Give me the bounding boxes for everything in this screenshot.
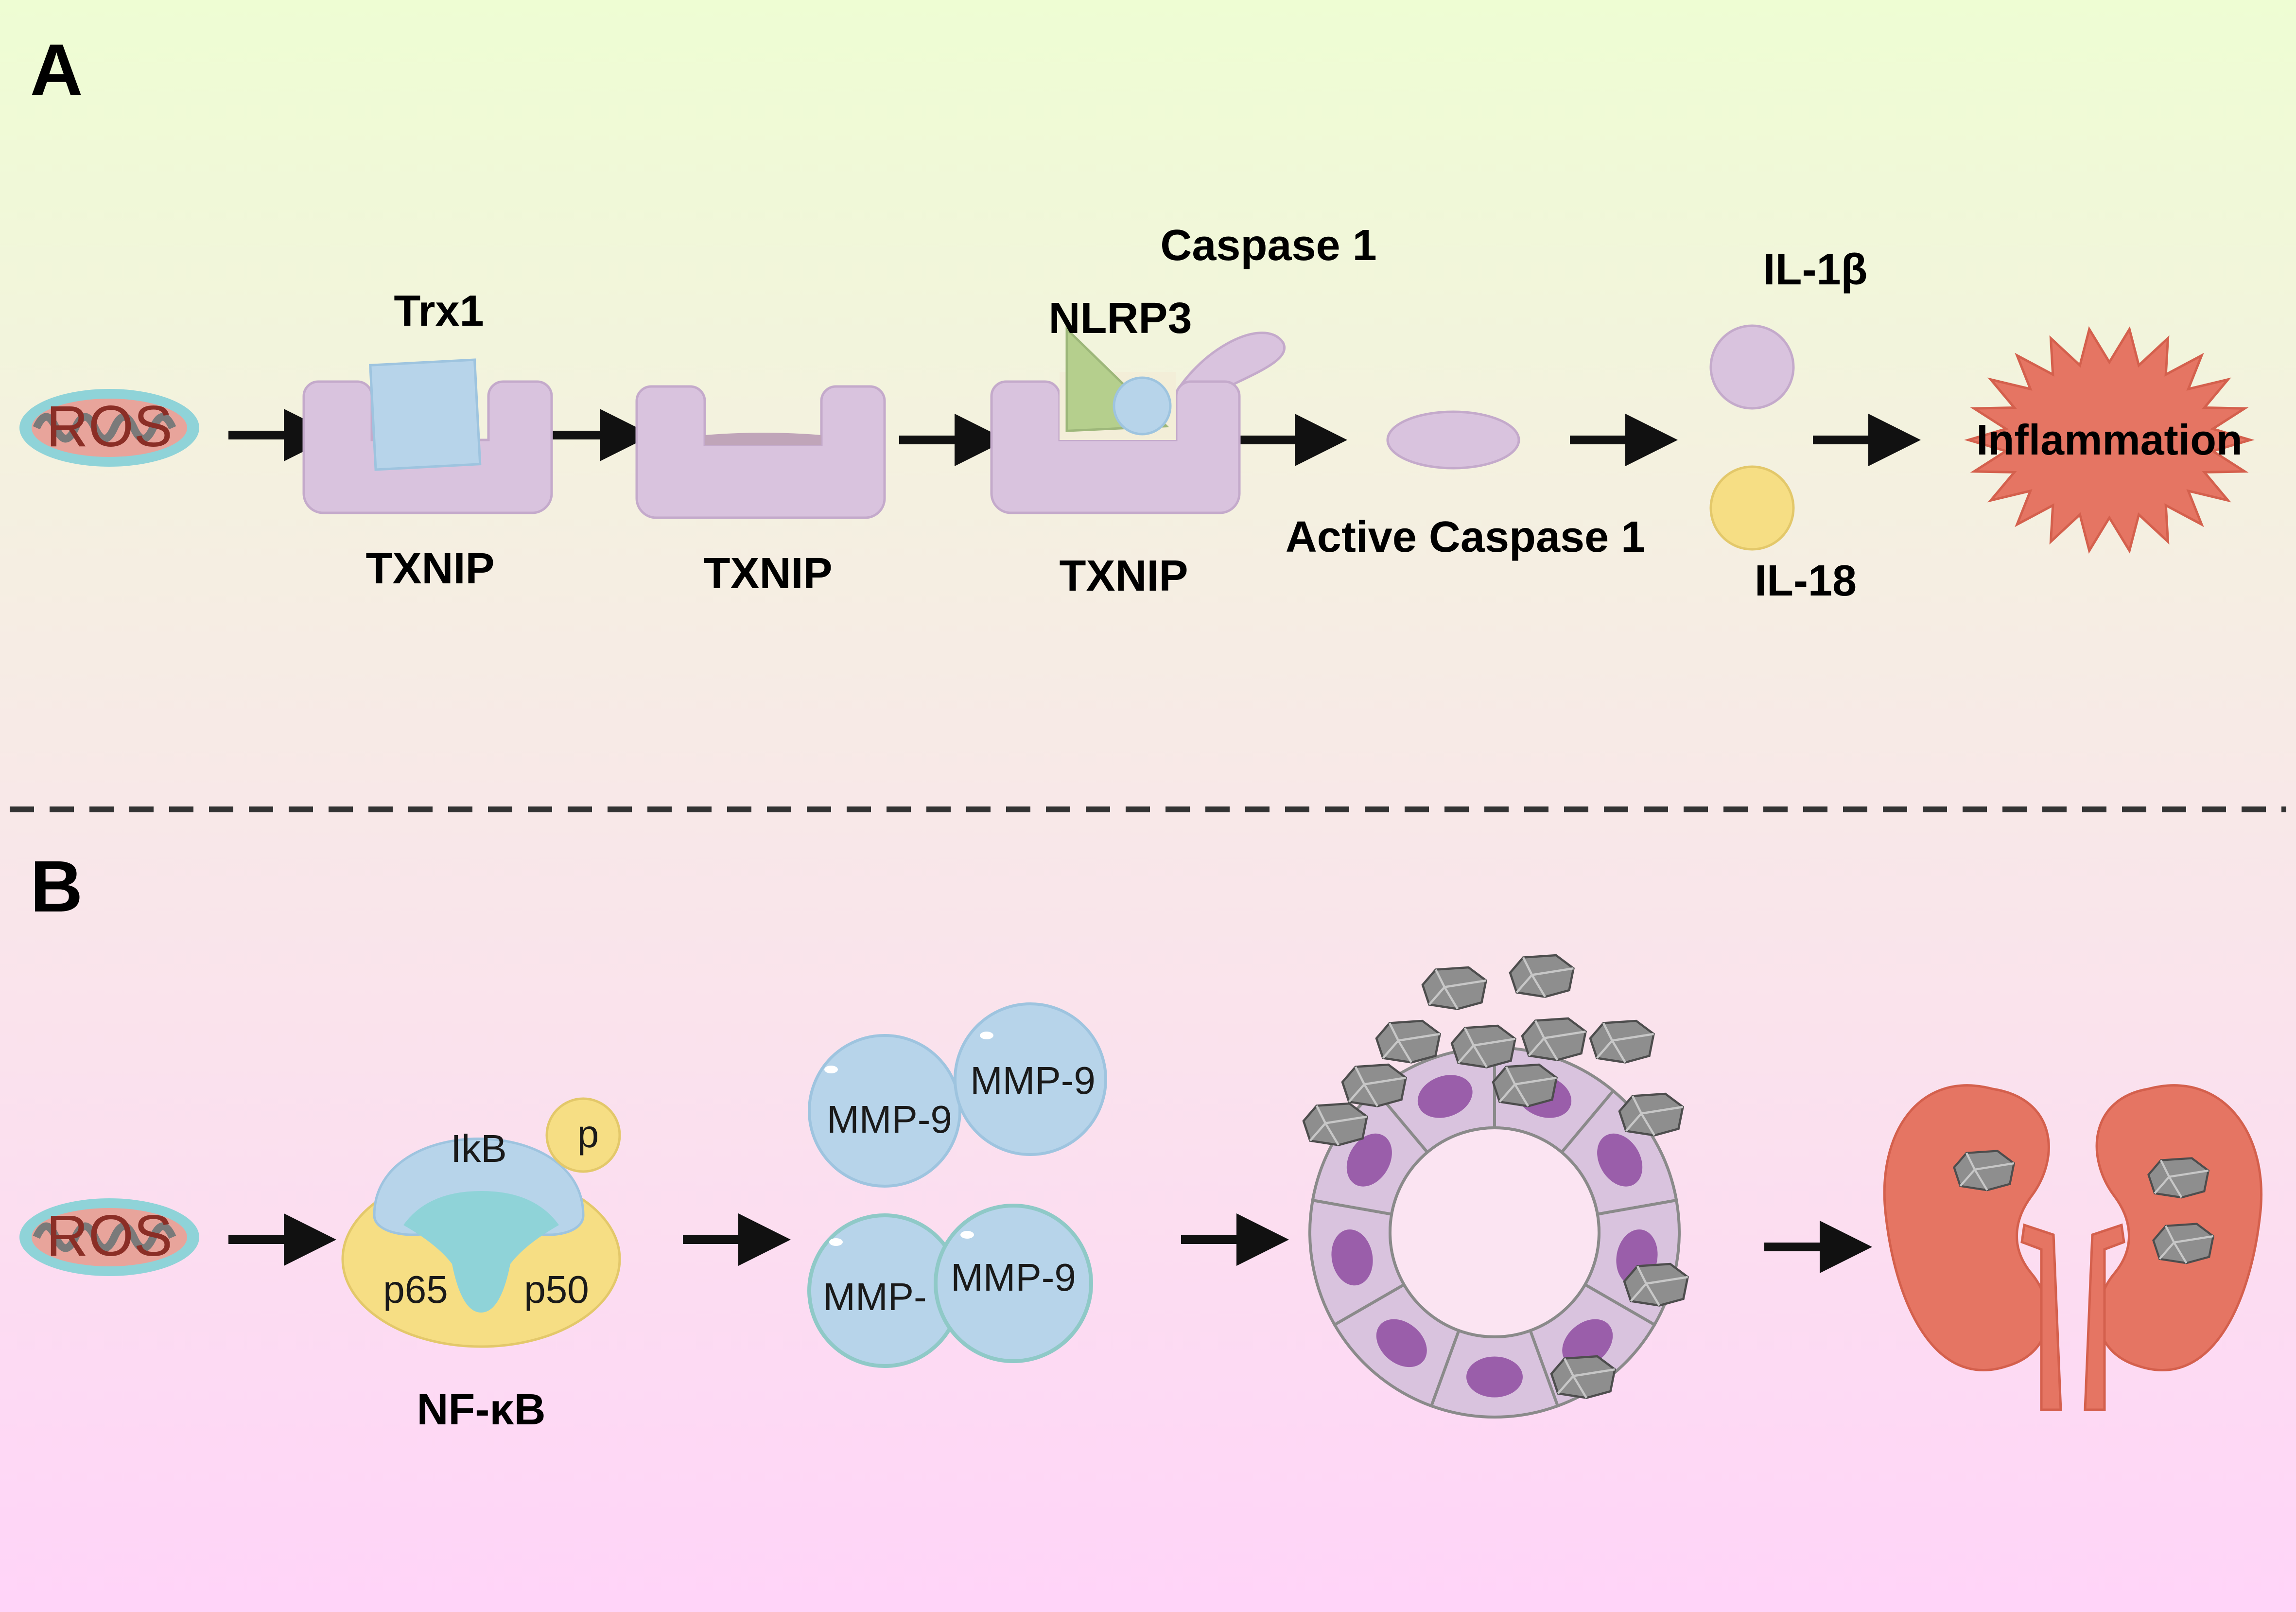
- panel-b-letter: B: [30, 845, 83, 927]
- crystal: [1510, 955, 1574, 997]
- cell-nucleus: [1562, 1319, 1613, 1367]
- crystal: [1342, 1065, 1406, 1106]
- p-label: p: [577, 1112, 599, 1156]
- mmp9-pair-bottom: [807, 1204, 1093, 1368]
- caspase1-label: Caspase 1: [1160, 221, 1376, 270]
- il18-shape: [1709, 465, 1795, 551]
- txnip-label-2: TXNIP: [703, 549, 832, 598]
- il1b-label: IL-1β: [1763, 245, 1868, 294]
- crystal: [1493, 1065, 1557, 1106]
- p65-label: p65: [383, 1268, 448, 1311]
- cell-nucleus: [1346, 1133, 1392, 1187]
- mmp9-label-bottom-left: MMP-: [823, 1275, 926, 1318]
- p65-p50-core: [403, 1191, 559, 1313]
- ros-mitochondrion-a: ROS: [19, 389, 199, 467]
- mmp9-label-bottom-right: MMP-9: [951, 1256, 1076, 1299]
- left-kidney: [1883, 1084, 2050, 1371]
- phosphate-shape: [545, 1097, 621, 1173]
- inflammation-label: Inflammation: [1976, 416, 2243, 464]
- txnip-label-3: TXNIP: [1059, 552, 1188, 600]
- cell-nucleus: [1331, 1229, 1373, 1286]
- panel-a-letter: A: [30, 29, 83, 110]
- mmp9-label-top-right: MMP-9: [970, 1059, 1096, 1102]
- crystal: [1423, 967, 1486, 1009]
- caspase-pro-domain: [1113, 376, 1172, 436]
- nfkb-complex: [341, 1097, 621, 1348]
- crystal: [1522, 1018, 1586, 1060]
- crystal: [1376, 1021, 1440, 1063]
- crystal: [1452, 1026, 1515, 1068]
- cell-nucleus: [1376, 1319, 1427, 1367]
- ros-mitochondrion-b: ROS: [19, 1198, 199, 1276]
- crystal: [1624, 1264, 1688, 1306]
- active-caspase1-label: Active Caspase 1: [1286, 513, 1645, 561]
- cell-nucleus: [1466, 1356, 1523, 1398]
- right-ureter: [2084, 1223, 2125, 1411]
- kidneys: [1883, 1084, 2263, 1411]
- txnip-label-1: TXNIP: [365, 544, 494, 593]
- txnip-nlrp3-complex: [991, 326, 1286, 513]
- active-caspase1-shape: [1386, 410, 1520, 470]
- renal-tubule: [1304, 955, 1688, 1419]
- trx1-label: Trx1: [394, 287, 484, 335]
- mmp9-pair-top: [808, 1002, 1107, 1188]
- crystal: [1304, 1104, 1367, 1145]
- cell-nucleus: [1417, 1075, 1473, 1118]
- mmp9-label-top-left: MMP-9: [827, 1098, 952, 1141]
- inflammation-burst: Inflammation: [1964, 326, 2255, 554]
- trx1-shape: [369, 358, 482, 471]
- ros-label-b: ROS: [46, 1203, 173, 1268]
- nlrp3-label: NLRP3: [1048, 294, 1192, 343]
- tubule-lumen: [1389, 1126, 1600, 1338]
- crystal: [1590, 1021, 1654, 1063]
- ikb-label: IkB: [451, 1127, 507, 1170]
- left-ureter: [2020, 1223, 2062, 1411]
- crystal: [1551, 1356, 1615, 1398]
- ros-label-a: ROS: [46, 394, 173, 459]
- cell-nucleus: [1597, 1133, 1643, 1187]
- txnip-trx1-complex: [304, 358, 965, 868]
- txnip-empty: [637, 386, 885, 518]
- il18-label: IL-18: [1755, 557, 1857, 605]
- crystal: [1619, 1094, 1683, 1136]
- p50-label: p50: [524, 1268, 589, 1311]
- nfkb-label: NF-κB: [417, 1385, 545, 1434]
- il1b-shape: [1709, 324, 1795, 410]
